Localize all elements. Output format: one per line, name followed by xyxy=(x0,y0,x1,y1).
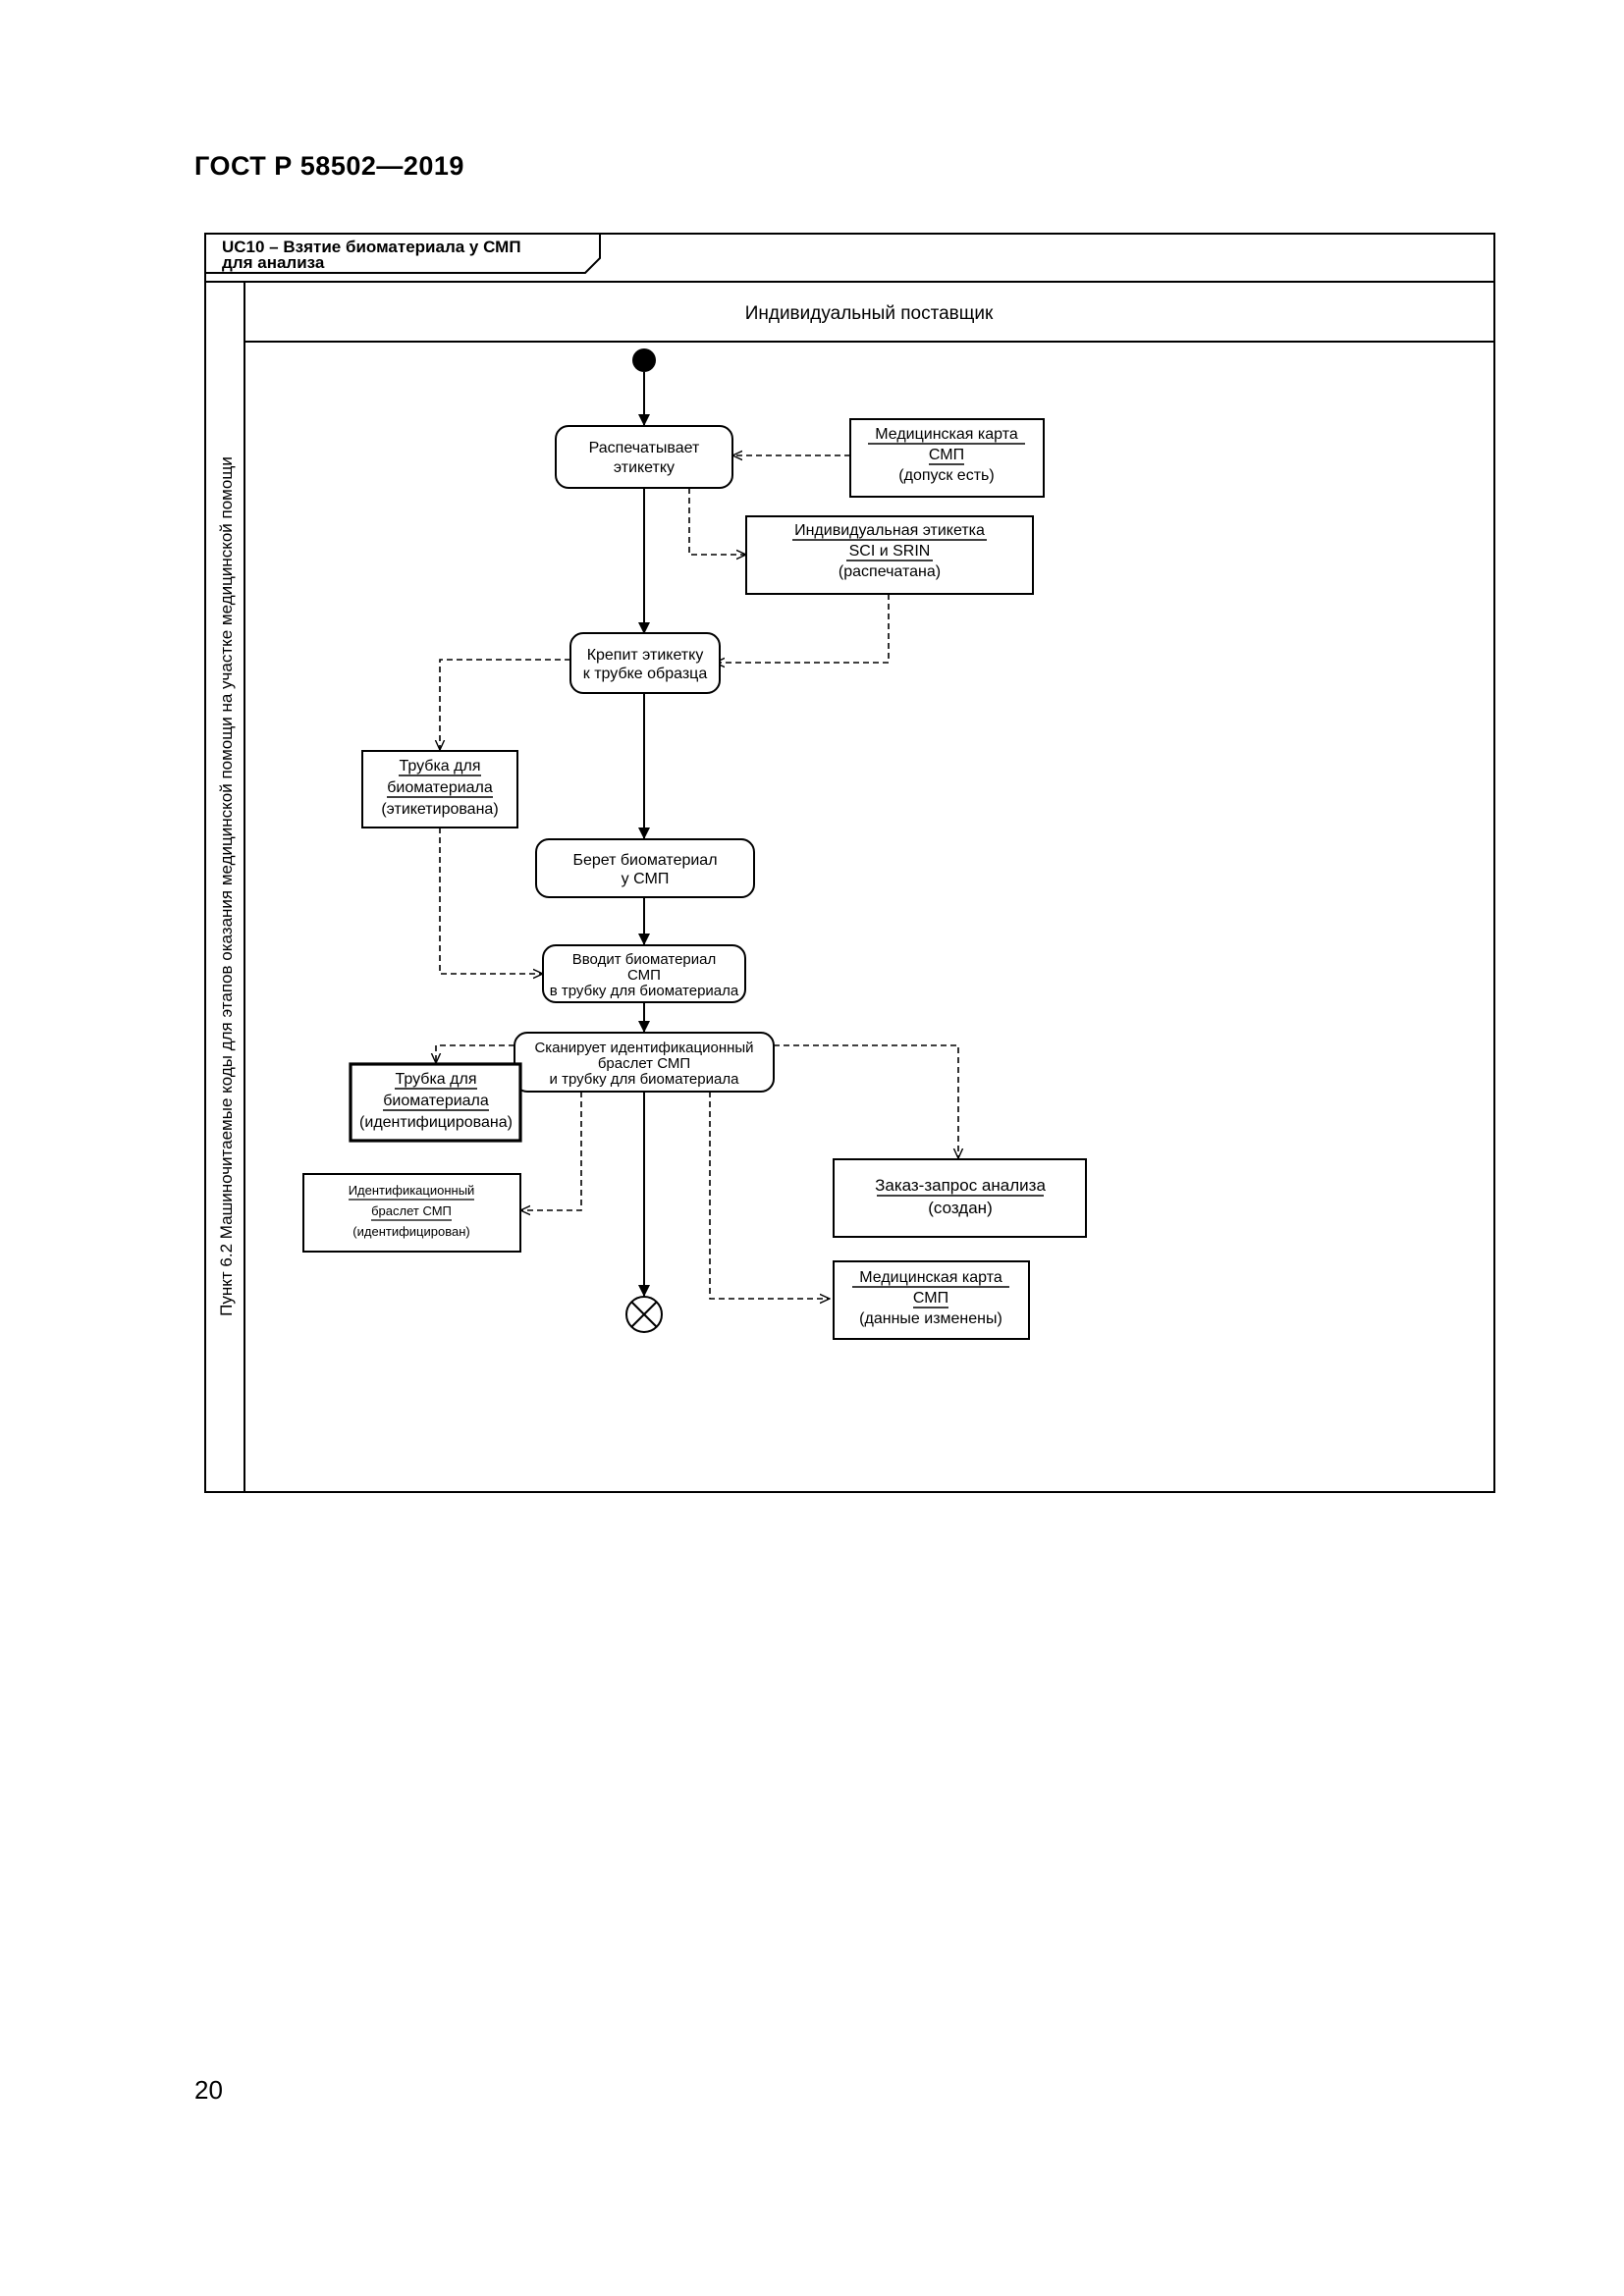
action-print-label: Распечатывает этикетку xyxy=(555,425,733,489)
svg-text:Трубка для: Трубка для xyxy=(396,1071,477,1088)
initial-node xyxy=(632,348,656,372)
svg-text:(создан): (создан) xyxy=(928,1199,992,1217)
svg-text:(данные изменены): (данные изменены) xyxy=(859,1310,1002,1327)
svg-text:к трубке образца: к трубке образца xyxy=(583,666,708,682)
svg-text:(допуск есть): (допуск есть) xyxy=(898,467,994,484)
svg-text:биоматериала: биоматериала xyxy=(387,779,493,796)
objflow-attach-to-tube xyxy=(440,659,570,750)
action-take-biomaterial: Берет биоматериал у СМП xyxy=(535,838,755,898)
svg-text:SCI и SRIN: SCI и SRIN xyxy=(849,543,931,560)
action-insert-biomaterial: Вводит биоматериал СМП в трубку для биом… xyxy=(542,944,746,1003)
svg-text:браслет СМП: браслет СМП xyxy=(371,1203,452,1218)
svg-text:Медицинская карта: Медицинская карта xyxy=(875,426,1018,443)
svg-text:Идентификационный: Идентификационный xyxy=(349,1183,475,1198)
svg-text:Сканирует идентификационный: Сканирует идентификационный xyxy=(534,1040,753,1056)
swimlane-header: Индивидуальный поставщик xyxy=(745,303,994,324)
svg-text:(идентифицирована): (идентифицирована) xyxy=(359,1114,513,1131)
object-individual-label: Индивидуальная этикетка SCI и SRIN (расп… xyxy=(745,515,1034,595)
objflow-scan-to-order xyxy=(774,1044,958,1158)
svg-text:в трубку для биоматериала: в трубку для биоматериала xyxy=(550,983,739,999)
svg-text:СМП: СМП xyxy=(913,1290,948,1307)
object-bracelet-identified: Идентификационный браслет СМП (идентифиц… xyxy=(302,1173,521,1253)
objflow-label-to-attach xyxy=(715,594,890,663)
diagram-title-line1: UC10 – Взятие биоматериала у СМП xyxy=(222,238,521,256)
flow-final-node xyxy=(625,1296,663,1333)
objflow-scan-to-tube-identified xyxy=(436,1044,514,1063)
objflow-tube-to-insert xyxy=(439,828,543,974)
objflow-print-to-label xyxy=(688,488,746,555)
diagram-frame xyxy=(204,233,1495,1493)
object-order-request: Заказ-запрос анализа (создан) xyxy=(833,1158,1087,1238)
object-medcard-admission: Медицинская карта СМП (допуск есть) xyxy=(849,418,1045,498)
svg-text:Вводит биоматериал: Вводит биоматериал xyxy=(572,951,716,968)
side-label: Пункт 6.2 Машиночитаемые коды для этапов… xyxy=(217,456,236,1316)
svg-text:и трубку для биоматериала: и трубку для биоматериала xyxy=(550,1071,740,1088)
title-tab xyxy=(205,234,601,274)
diagram-title-line2: для анализа xyxy=(222,253,325,272)
objflow-scan-to-bracelet xyxy=(520,1092,582,1210)
svg-text:(этикетирована): (этикетирована) xyxy=(381,801,498,818)
svg-text:Медицинская карта: Медицинская карта xyxy=(859,1269,1002,1286)
standard-header: ГОСТ Р 58502—2019 xyxy=(194,151,464,181)
action-attach-label: Крепит этикетку к трубке образца xyxy=(569,632,721,694)
svg-text:(распечатана): (распечатана) xyxy=(839,563,941,580)
svg-text:Распечатывает: Распечатывает xyxy=(589,440,700,456)
objflow-scan-to-medcard xyxy=(709,1092,830,1299)
svg-text:этикетку: этикетку xyxy=(614,459,675,476)
svg-text:Крепит этикетку: Крепит этикетку xyxy=(587,647,704,664)
page-number: 20 xyxy=(194,2075,223,2105)
svg-text:Берет биоматериал: Берет биоматериал xyxy=(572,852,717,869)
svg-text:биоматериала: биоматериала xyxy=(383,1093,489,1109)
svg-text:СМП: СМП xyxy=(929,447,964,463)
svg-text:Заказ-запрос анализа: Заказ-запрос анализа xyxy=(875,1176,1046,1195)
svg-text:Трубка для: Трубка для xyxy=(400,758,481,774)
object-medcard-changed: Медицинская карта СМП (данные изменены) xyxy=(833,1260,1030,1340)
object-tube-identified: Трубка для биоматериала (идентифицирован… xyxy=(349,1062,522,1143)
svg-text:у СМП: у СМП xyxy=(622,871,670,887)
action-scan: Сканирует идентификационный браслет СМП … xyxy=(514,1032,775,1093)
svg-text:СМП: СМП xyxy=(627,967,661,984)
svg-text:Индивидуальная этикетка: Индивидуальная этикетка xyxy=(794,522,985,539)
svg-text:(идентифицирован): (идентифицирован) xyxy=(352,1224,469,1239)
object-tube-labeled: Трубка для биоматериала (этикетирована) xyxy=(361,750,518,828)
svg-text:браслет СМП: браслет СМП xyxy=(598,1055,690,1072)
